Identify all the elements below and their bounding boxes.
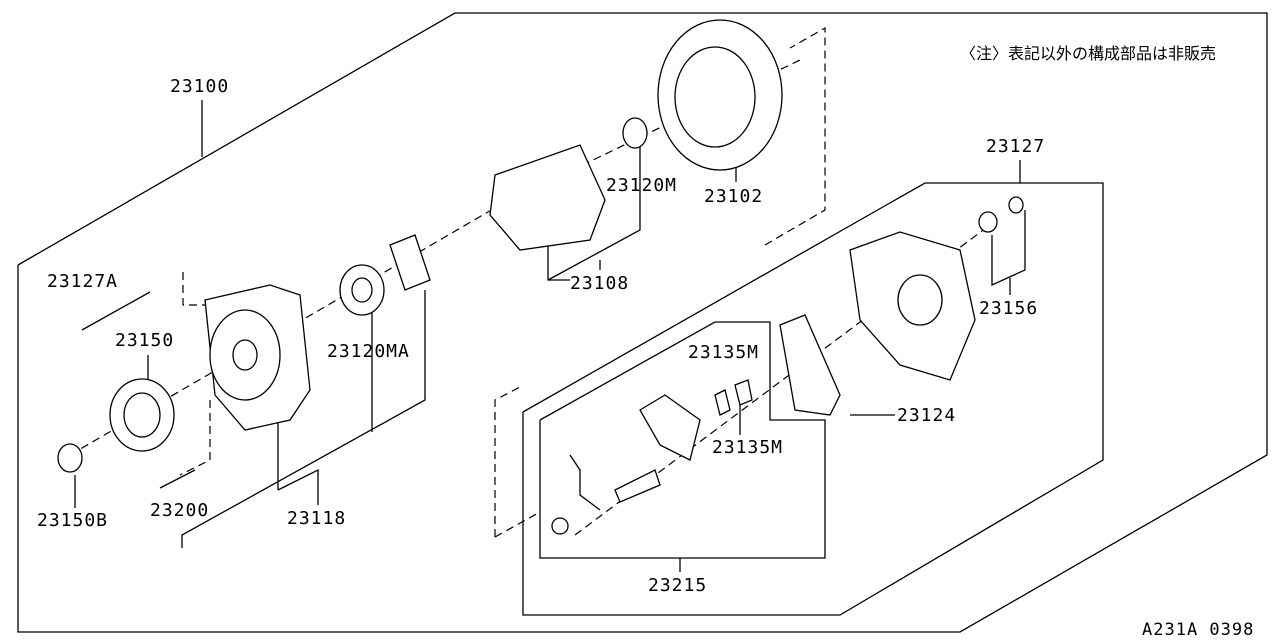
label-23127A: 23127A <box>47 271 119 292</box>
label-23100: 23100 <box>170 76 230 97</box>
screw-part <box>551 517 569 535</box>
bolt-dashed <box>182 272 215 306</box>
bolt-dashed <box>179 400 211 476</box>
label-23108: 23108 <box>570 273 630 294</box>
brush-part <box>734 379 753 406</box>
rotor-part <box>489 144 606 251</box>
label-23127: 23127 <box>986 136 1046 157</box>
rear-cover-frame <box>522 182 1104 616</box>
label-23118: 23118 <box>287 508 347 529</box>
stator-dashed <box>764 26 826 246</box>
dashed-outline <box>494 386 521 537</box>
label-23135M-bottom: 23135M <box>712 437 784 458</box>
regulator-frame <box>539 321 826 559</box>
label-23215: 23215 <box>648 575 708 596</box>
rear-nut-part <box>978 211 998 233</box>
spring-part <box>714 389 731 416</box>
spacer-part <box>389 234 431 291</box>
through-bolt-part <box>81 291 151 331</box>
rear-bearing-part <box>622 117 648 149</box>
label-23102: 23102 <box>704 186 764 207</box>
brush-holder-part <box>614 469 661 503</box>
label-23120MA: 23120MA <box>327 341 410 362</box>
label-23150B: 23150B <box>37 510 109 531</box>
label-23124: 23124 <box>897 405 957 426</box>
label-23135M-top: 23135M <box>688 342 760 363</box>
bolt-part <box>159 469 196 489</box>
outer-frame <box>17 12 1268 633</box>
label-23200: 23200 <box>150 500 210 521</box>
label-23156: 23156 <box>979 298 1039 319</box>
plate-part <box>569 454 601 511</box>
diagram-code: A231A 0398 <box>1142 620 1255 640</box>
dashed-line <box>494 511 541 538</box>
regulator-part <box>639 394 701 461</box>
label-23120M: 23120M <box>606 175 678 196</box>
note-text: 〈注〉表記以外の構成部品は非販売 <box>960 44 1217 63</box>
pulley-nut-part <box>57 443 83 473</box>
label-23150: 23150 <box>115 330 175 351</box>
diode-part <box>779 314 841 416</box>
